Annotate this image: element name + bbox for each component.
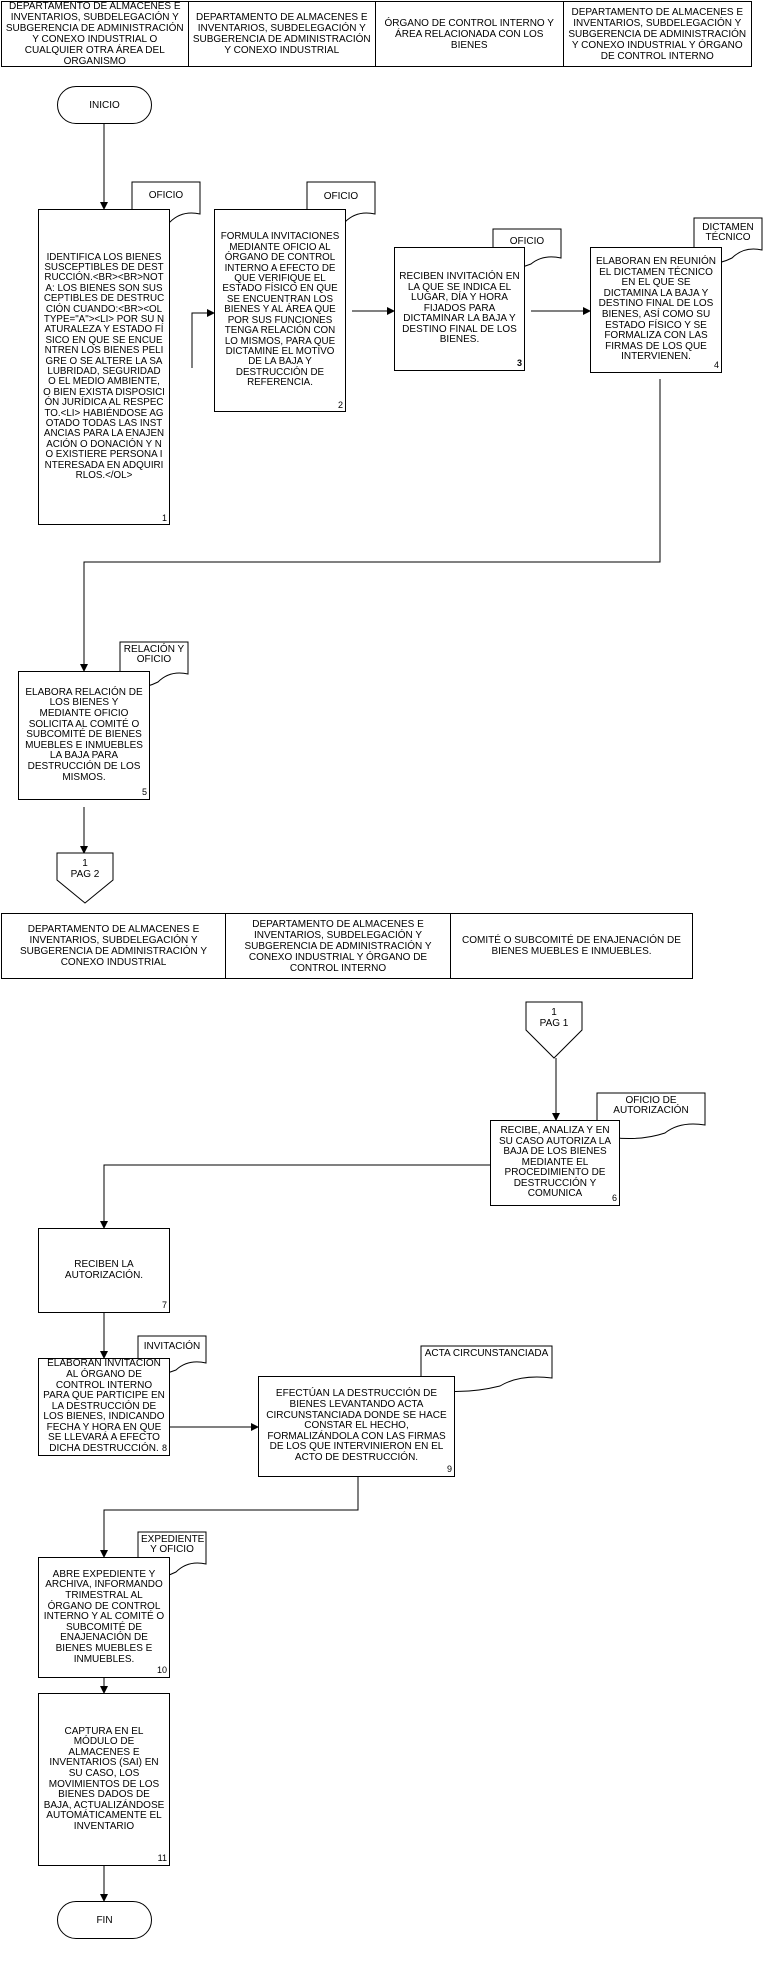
step-text: CAPTURA EN EL MÓDULO DE ALMACENES E INVE… bbox=[43, 1725, 165, 1832]
process-step-6: RECIBE, ANALIZA Y EN SU CASO AUTORIZA LA… bbox=[490, 1120, 620, 1206]
process-step-4: ELABORAN EN REUNIÓN EL DICTAMEN TÉCNICO … bbox=[590, 247, 722, 373]
step-number: 2 bbox=[337, 399, 343, 410]
lane-header: ÓRGANO DE CONTROL INTERNO Y ÁREA RELACIO… bbox=[376, 2, 564, 66]
offpage-connector-from-page1: 1 PAG 1 bbox=[526, 1007, 582, 1029]
document-label: OFICIO bbox=[323, 191, 359, 202]
offpage-connector-shape-1 bbox=[56, 852, 114, 904]
process-step-10: ABRE EXPEDIENTE Y ARCHIVA, INFORMANDO TR… bbox=[38, 1557, 170, 1678]
swimlane-header-page1: DEPARTAMENTO DE ALMACENES E INVENTARIOS,… bbox=[1, 1, 752, 67]
step-number: 6 bbox=[611, 1193, 617, 1204]
document-label: OFICIO bbox=[509, 236, 545, 247]
step-number: 8 bbox=[161, 1443, 167, 1454]
document-label: DICTAMEN TÉCNICO bbox=[702, 222, 754, 243]
step-number: 1 bbox=[161, 512, 167, 523]
step-number: 5 bbox=[141, 787, 147, 798]
process-step-11: CAPTURA EN EL MÓDULO DE ALMACENES E INVE… bbox=[38, 1693, 170, 1866]
offpage-connector-shape-2 bbox=[525, 1001, 583, 1059]
step-text: EFECTÚAN LA DESTRUCCIÓN DE BIENES LEVANT… bbox=[266, 1388, 447, 1463]
lane-header: COMITÉ O SUBCOMITÉ DE ENAJENACIÓN DE BIE… bbox=[462, 935, 681, 957]
lane-header: DEPARTAMENTO DE ALMACENES E INVENTARIOS,… bbox=[2, 1, 189, 67]
document-label: OFICIO DE AUTORIZACIÓN bbox=[613, 1095, 689, 1116]
connector-label: PAG 1 bbox=[539, 1018, 569, 1029]
step-text: RECIBEN LA AUTORIZACIÓN. bbox=[64, 1258, 144, 1281]
step-number: 4 bbox=[713, 360, 719, 371]
step-text: IDENTIFICA LOS BIENES SUSCEPTIBLES DE DE… bbox=[43, 251, 165, 482]
document-label: INVITACIÓN bbox=[143, 1341, 201, 1352]
offpage-connector-to-page2: 1 PAG 2 bbox=[57, 858, 113, 880]
step-text: RECIBE, ANALIZA Y EN SU CASO AUTORIZA LA… bbox=[498, 1124, 612, 1200]
step-text: ABRE EXPEDIENTE Y ARCHIVA, INFORMANDO TR… bbox=[43, 1568, 165, 1665]
document-label: RELACIÓN Y OFICIO bbox=[123, 644, 185, 665]
step-number: 11 bbox=[157, 1853, 167, 1864]
process-step-8: ELABORAN INVITACIÓN AL ÓRGANO DE CONTROL… bbox=[38, 1358, 170, 1456]
swimlane-header-page2: DEPARTAMENTO DE ALMACENES E INVENTARIOS,… bbox=[1, 913, 693, 979]
process-step-1: IDENTIFICA LOS BIENES SUSCEPTIBLES DE DE… bbox=[38, 209, 170, 525]
process-step-9: EFECTÚAN LA DESTRUCCIÓN DE BIENES LEVANT… bbox=[258, 1376, 455, 1477]
end-terminator: FIN bbox=[57, 1901, 152, 1939]
lane-header: DEPARTAMENTO DE ALMACENES E INVENTARIOS,… bbox=[568, 6, 747, 62]
step-number: 9 bbox=[446, 1464, 452, 1475]
lane-header: DEPARTAMENTO DE ALMACENES E INVENTARIOS,… bbox=[189, 2, 376, 66]
process-step-2: FORMULA INVITACIONES MEDIANTE OFICIO AL … bbox=[214, 209, 346, 412]
document-label: ACTA CIRCUNSTANCIADA bbox=[424, 1348, 549, 1359]
connector-number: 1 bbox=[551, 1007, 557, 1018]
step-text: FORMULA INVITACIONES MEDIANTE OFICIO AL … bbox=[220, 231, 340, 389]
step-text: ELABORA RELACIÓN DE LOS BIENES Y MEDIANT… bbox=[25, 686, 143, 783]
document-label: EXPEDIENTE Y OFICIO bbox=[141, 1534, 205, 1555]
step-text: ELABORAN EN REUNIÓN EL DICTAMEN TÉCNICO … bbox=[595, 256, 717, 363]
step-number: 7 bbox=[161, 1300, 167, 1311]
start-terminator: INICIO bbox=[57, 86, 152, 124]
connector-number: 1 bbox=[82, 858, 88, 869]
connector-label: PAG 2 bbox=[70, 869, 100, 880]
document-label: OFICIO bbox=[148, 190, 184, 201]
step-text: ELABORAN INVITACIÓN AL ÓRGANO DE CONTROL… bbox=[43, 1358, 165, 1455]
process-step-3: RECIBEN INVITACIÓN EN LA QUE SE INDICA E… bbox=[394, 247, 525, 371]
step-number: 10 bbox=[156, 1665, 167, 1676]
step-number: 3 bbox=[516, 358, 522, 369]
step-text: RECIBEN INVITACIÓN EN LA QUE SE INDICA E… bbox=[399, 270, 520, 346]
process-step-5: ELABORA RELACIÓN DE LOS BIENES Y MEDIANT… bbox=[18, 671, 150, 800]
lane-header: DEPARTAMENTO DE ALMACENES E INVENTARIOS,… bbox=[226, 914, 451, 978]
process-step-7: RECIBEN LA AUTORIZACIÓN. 7 bbox=[38, 1228, 170, 1313]
lane-header: DEPARTAMENTO DE ALMACENES E INVENTARIOS,… bbox=[2, 914, 226, 978]
